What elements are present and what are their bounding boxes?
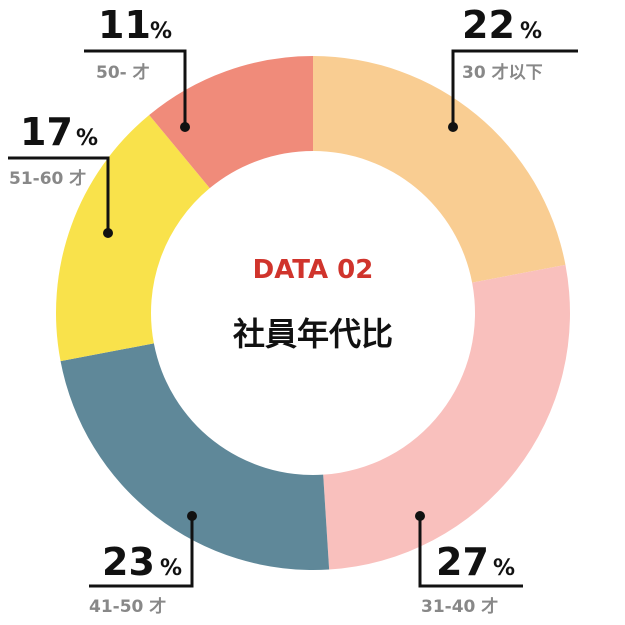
leader-dot [448,122,458,132]
data-label-value: 11 [98,3,151,47]
chart-title: DATA 02 [253,255,374,285]
data-label-unit: % [150,19,172,44]
leader-line [89,516,194,588]
leader-line [84,49,187,127]
data-label-unit: % [493,556,515,581]
leader-dot [103,228,113,238]
data-label-category: 51-60 才 [9,168,86,189]
donut-slice [56,114,210,362]
leader-line [418,516,523,588]
data-label-value: 22 [462,3,515,47]
donut-slice [149,56,313,189]
chart-subtitle: 社員年代比 [233,315,393,353]
data-label-value: 23 [102,540,155,584]
leader-dot [180,122,190,132]
callout-41-50: 23 % 41-50 才 [89,511,197,617]
leader-line [8,156,110,233]
callout-51-60: 17 % 51-60 才 [8,110,113,238]
data-label-unit: % [160,556,182,581]
leader-dot [187,511,197,521]
callout-50-minus: 11 % 50- 才 [84,3,190,132]
donut-slice [60,343,330,570]
leader-line [451,49,578,127]
callout-30-under: 22 % 30 才以下 [448,3,578,132]
data-label-category: 50- 才 [96,62,150,83]
data-label-category: 41-50 才 [89,596,166,617]
data-label-value: 17 [20,110,73,154]
callout-31-40: 27 % 31-40 才 [415,511,523,617]
slices [56,56,570,570]
donut-slice [323,264,570,570]
data-label-category: 31-40 才 [421,596,498,617]
data-label-value: 27 [436,540,489,584]
data-label-category: 30 才以下 [462,62,543,83]
leader-dot [415,511,425,521]
data-label-unit: % [520,19,542,44]
data-label-unit: % [76,126,98,151]
donut-slice [313,56,566,283]
